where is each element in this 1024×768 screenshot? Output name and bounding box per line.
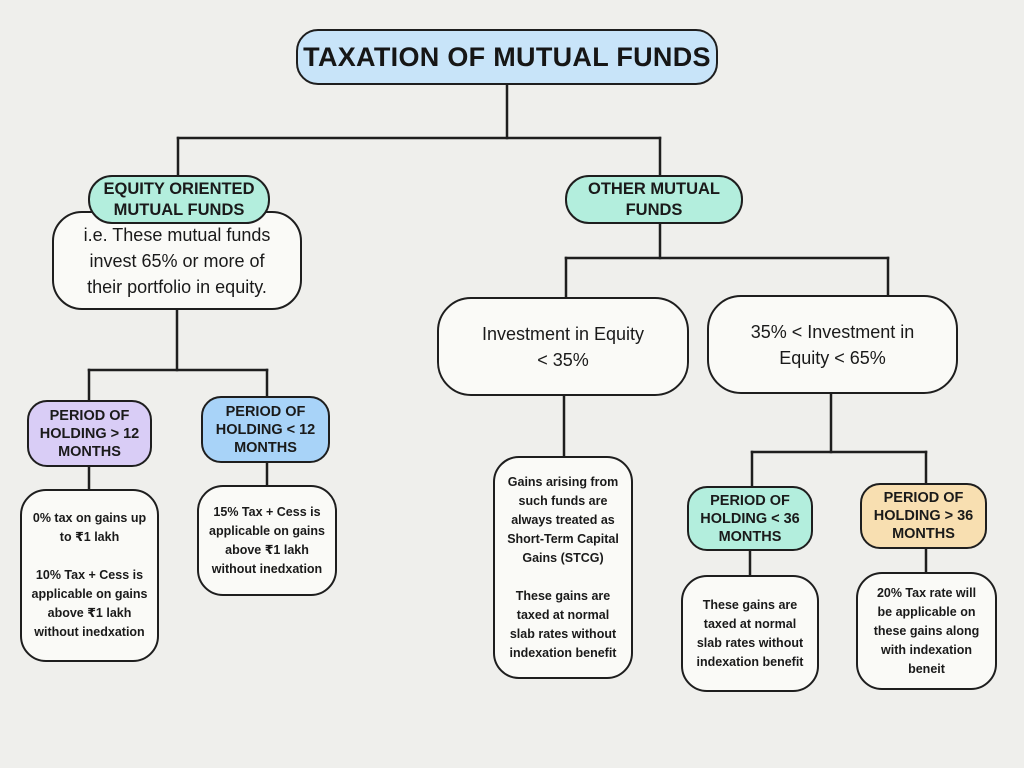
detail-line: Gains arising from <box>507 474 619 489</box>
detail-line: these gains along <box>873 623 980 638</box>
description-line: invest 65% or more of <box>89 250 265 271</box>
detail-line: These gains are <box>702 597 798 612</box>
node-label-line: MONTHS <box>892 526 955 542</box>
detail-line: applicable on gains <box>209 523 325 538</box>
detail-line: These gains are <box>515 588 611 603</box>
detail-line: indexation benefit <box>696 654 804 669</box>
node-label-line: EQUITY ORIENTED <box>103 179 255 198</box>
equity-oriented-funds-node: EQUITY ORIENTED MUTUAL FUNDS <box>88 175 270 224</box>
detail-line: to ₹1 lakh <box>59 530 120 544</box>
detail-line: with indexation <box>881 642 972 657</box>
node-label-line: MONTHS <box>234 439 297 456</box>
detail-line: 10% Tax + Cess is <box>35 568 144 582</box>
diagram-title: TAXATION OF MUTUAL FUNDS <box>296 29 718 85</box>
detail-line: slab rates without <box>509 626 617 641</box>
node-label-line: HOLDING < 36 <box>700 510 800 527</box>
detail-line: above ₹1 lakh <box>225 542 309 557</box>
stcg-low-equity-detail: Gains arising from such funds are always… <box>493 456 633 679</box>
detail-line: above ₹1 lakh <box>47 606 132 620</box>
detail-line: applicable on gains <box>31 587 148 601</box>
detail-line: always treated as <box>511 512 615 527</box>
holding-under-12-months-node: PERIOD OF HOLDING < 12 MONTHS <box>201 396 330 463</box>
node-label-line: MUTUAL FUNDS <box>113 200 245 219</box>
node-label-line: PERIOD OF <box>49 407 130 424</box>
node-label-line: PERIOD OF <box>225 403 306 420</box>
node-label-line: MONTHS <box>718 528 782 545</box>
detail-line: be applicable on <box>877 604 976 619</box>
detail-line: taxed at normal <box>516 607 610 622</box>
detail-line: 0% tax on gains up <box>32 511 147 525</box>
node-label-line: PERIOD OF <box>883 490 964 506</box>
detail-line: Short-Term Capital <box>507 531 619 546</box>
detail-line: 20% Tax rate will <box>876 585 977 600</box>
stcg-equity-tax-detail: 15% Tax + Cess is applicable on gains ab… <box>197 485 337 596</box>
holding-over-12-months-node: PERIOD OF HOLDING > 12 MONTHS <box>27 400 152 467</box>
node-label-line: HOLDING > 36 <box>873 508 974 524</box>
detail-line: slab rates without <box>696 635 804 650</box>
holding-over-36-months-node: PERIOD OF HOLDING > 36 MONTHS <box>860 483 987 549</box>
node-label-line: HOLDING > 12 <box>39 425 140 442</box>
detail-line: taxed at normal <box>703 616 797 631</box>
stcg-mid-equity-detail: These gains are taxed at normal slab rat… <box>681 575 819 692</box>
detail-line: beneit <box>908 661 945 676</box>
ltcg-mid-equity-detail: 20% Tax rate will be applicable on these… <box>856 572 997 690</box>
equity-35-to-65-node: 35% < Investment in Equity < 65% <box>707 295 958 394</box>
detail-line: Gains (STCG) <box>522 550 604 565</box>
holding-under-36-months-node: PERIOD OF HOLDING < 36 MONTHS <box>687 486 813 551</box>
description-line: i.e. These mutual funds <box>83 224 271 245</box>
detail-line: without inedxation <box>34 625 145 639</box>
detail-line: indexation benefit <box>509 645 617 660</box>
equity-description-node: i.e. These mutual funds invest 65% or mo… <box>52 211 302 310</box>
other-mutual-funds-node: OTHER MUTUAL FUNDS <box>565 175 743 224</box>
title-text: TAXATION OF MUTUAL FUNDS <box>303 41 711 72</box>
node-label-line: Equity < 65% <box>779 347 886 368</box>
node-label-line: Investment in Equity <box>481 323 645 344</box>
node-label-line: PERIOD OF <box>710 492 790 509</box>
node-label-line: FUNDS <box>625 200 683 219</box>
node-label-line: OTHER MUTUAL <box>588 179 720 198</box>
node-label-line: HOLDING < 12 <box>215 421 316 438</box>
equity-under-35-node: Investment in Equity < 35% <box>437 297 689 396</box>
node-label-line: < 35% <box>537 349 589 370</box>
ltcg-equity-tax-detail: 0% tax on gains up to ₹1 lakh 10% Tax + … <box>20 489 159 662</box>
description-line: their portfolio in equity. <box>87 276 267 297</box>
node-label-line: MONTHS <box>58 443 121 460</box>
detail-line: without inedxation <box>211 561 323 576</box>
detail-line: 15% Tax + Cess is <box>213 504 321 519</box>
node-label-line: 35% < Investment in <box>750 321 915 342</box>
detail-line: such funds are <box>518 493 608 508</box>
